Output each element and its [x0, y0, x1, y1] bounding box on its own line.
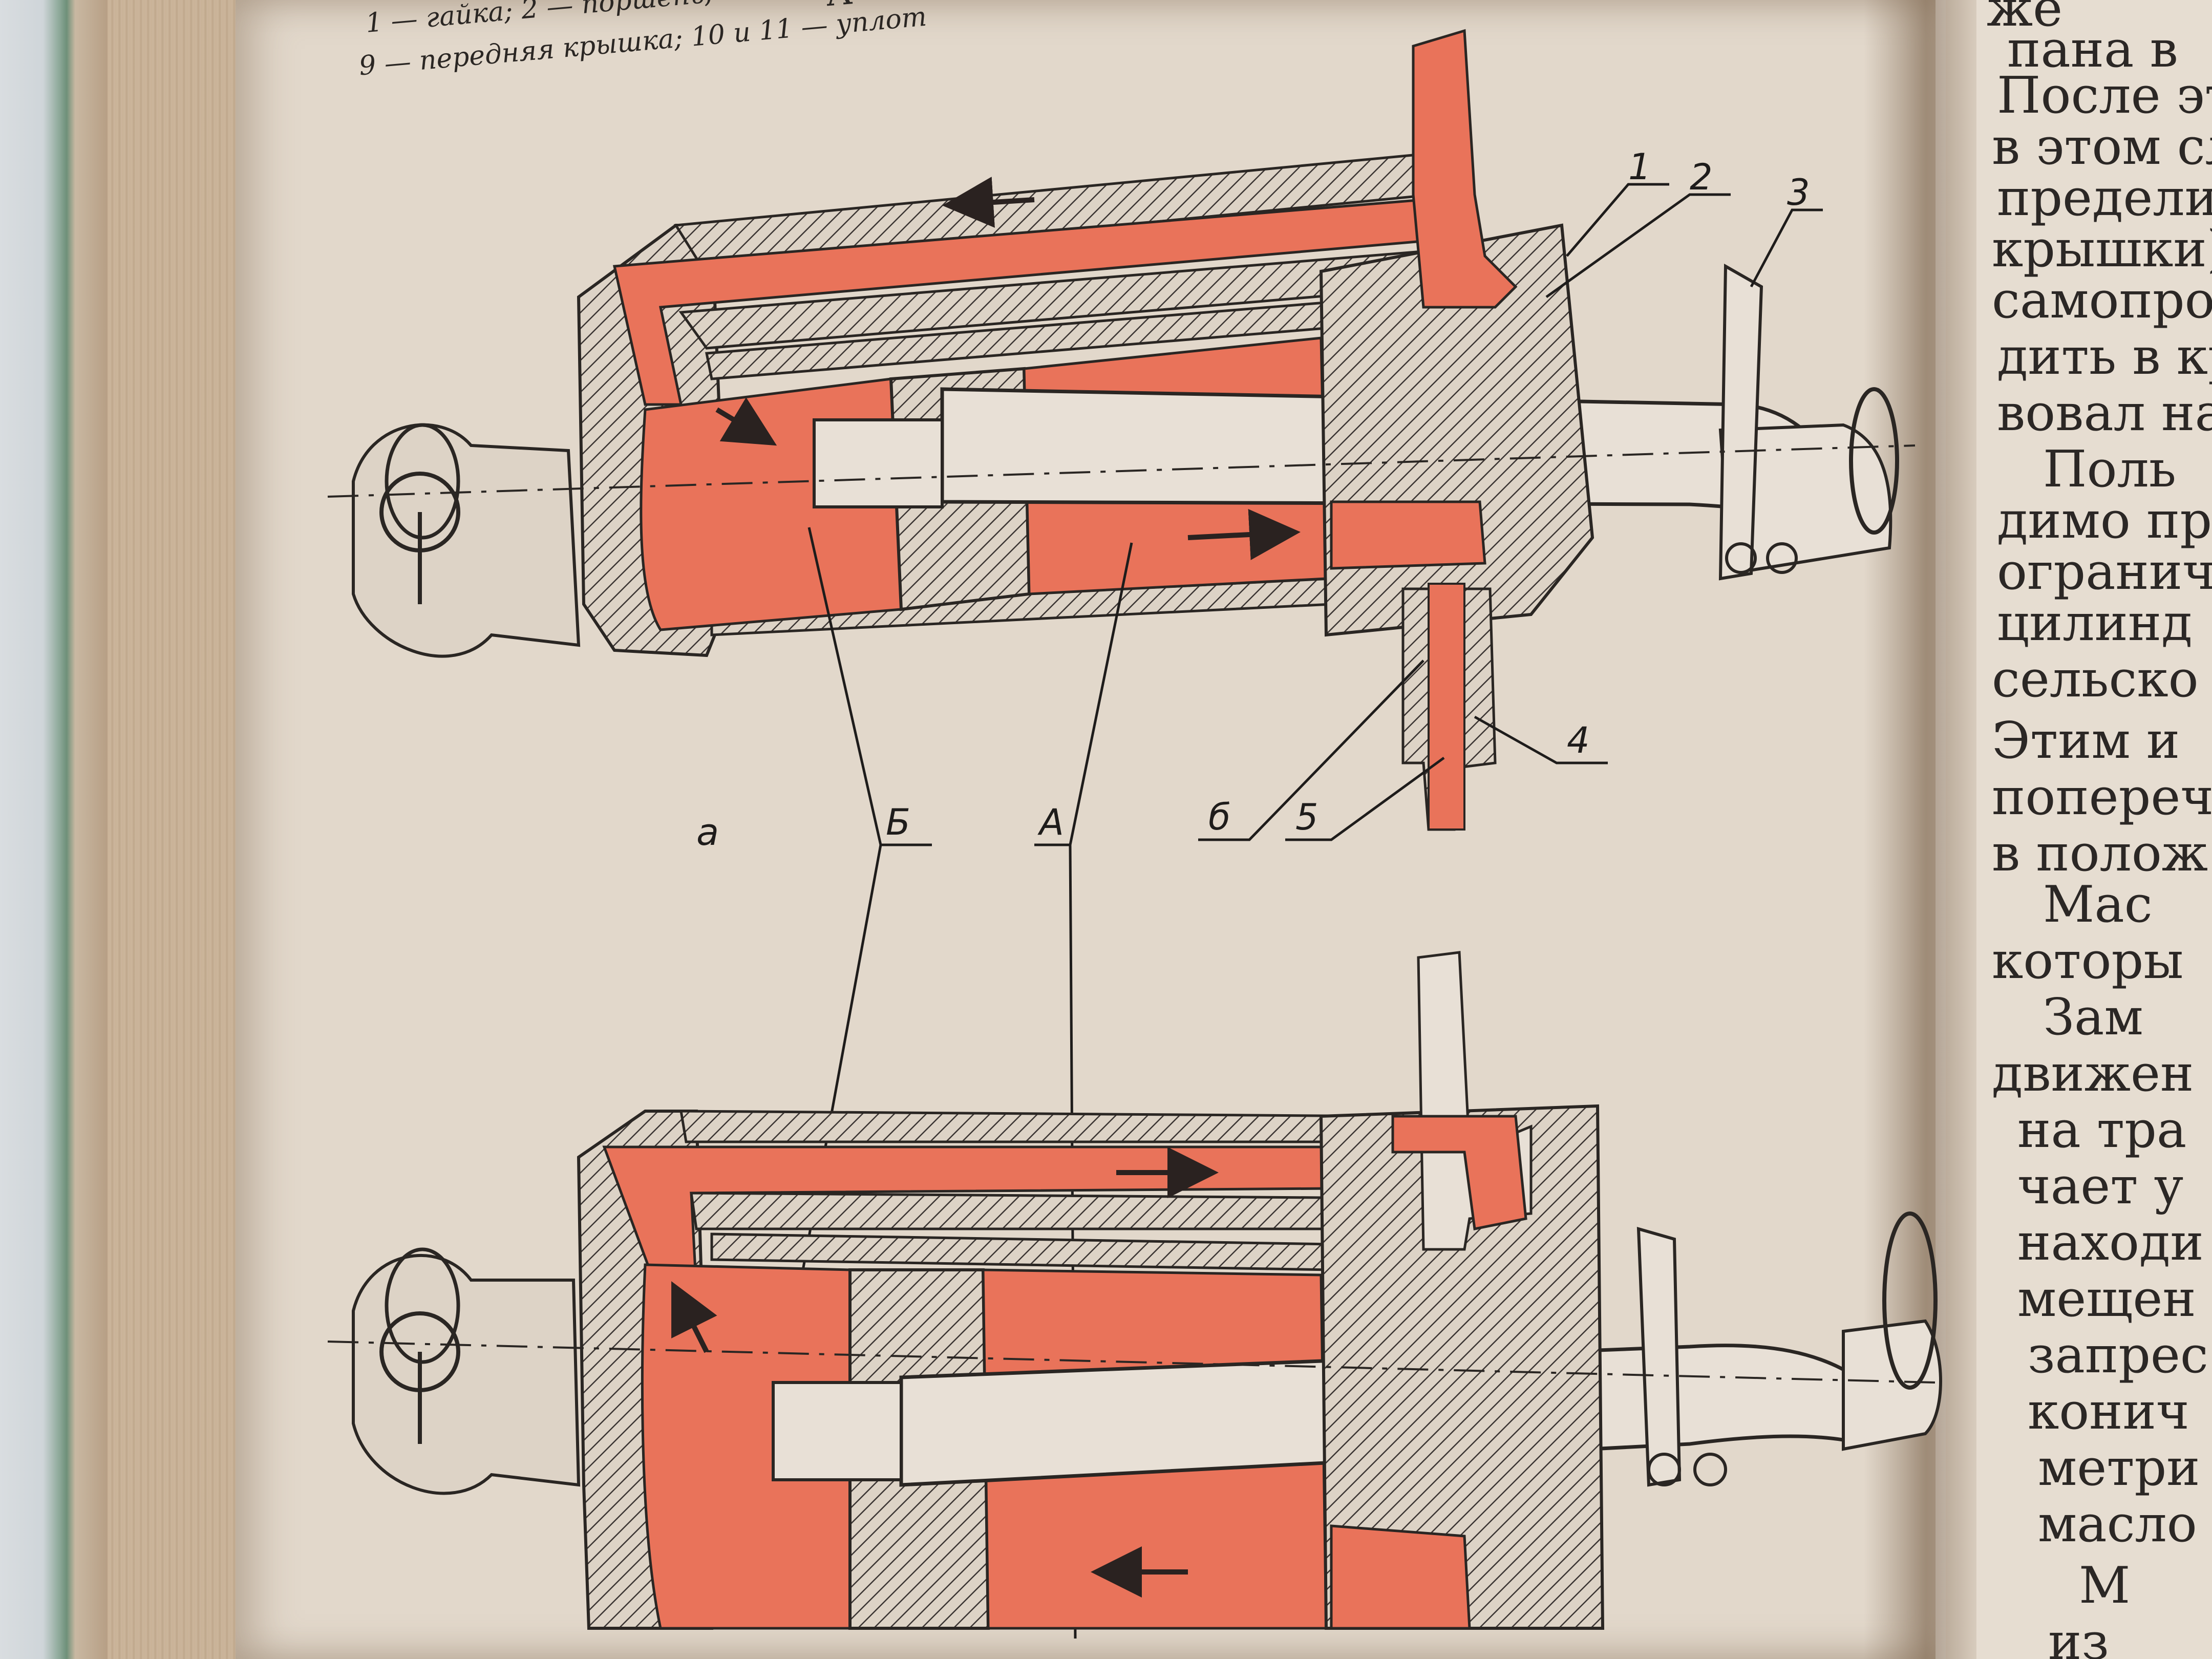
text-line: цилинд — [1997, 594, 2193, 652]
upper-right-clevis — [1718, 263, 1899, 581]
text-line: пана в — [2007, 20, 2178, 79]
text-line: которы — [1992, 932, 2184, 990]
text-line: крышки) — [1992, 220, 2212, 279]
text-line: Мас — [2043, 876, 2153, 934]
text-line: чает у — [2017, 1157, 2184, 1216]
callout-4: 4 — [1567, 719, 1590, 761]
callout-6: б — [1208, 796, 1230, 838]
upper-left-clevis — [352, 423, 581, 658]
callout-cavity-a: А — [1037, 801, 1064, 843]
text-line: масло — [2038, 1495, 2197, 1554]
book-page-edges — [108, 0, 251, 1659]
text-line: попереч — [1992, 768, 2212, 826]
text-line: же — [1987, 0, 2063, 38]
callout-2: 2 — [1690, 156, 1713, 198]
text-line: огранич — [1997, 543, 2212, 601]
text-line: мещен — [2017, 1270, 2196, 1328]
right-page — [1946, 0, 2212, 1659]
subfigure-label-a: а — [696, 811, 719, 854]
text-line: запрес — [2028, 1326, 2208, 1385]
text-line: После эт — [1997, 67, 2212, 125]
text-line: из — [2048, 1613, 2109, 1659]
text-line: Зам — [2043, 988, 2143, 1047]
lower-right-clevis — [1636, 1211, 1942, 1487]
text-line: димо пр — [1997, 492, 2212, 550]
lower-front-cap — [1319, 1104, 1605, 1630]
lower-left-clevis — [352, 1247, 581, 1495]
text-line: самопро — [1992, 271, 2212, 330]
callout-cavity-b: Б — [886, 801, 910, 843]
right-page-body-text: же пана в После эт в этом сл пределит кр… — [1987, 0, 2212, 1659]
text-line: вовал на — [1997, 384, 2212, 442]
callout-1: 1 — [1628, 146, 1651, 188]
text-line: дить в кр — [1997, 328, 2212, 386]
text-line: в полож — [1992, 824, 2208, 883]
lower-rod-nut — [772, 1381, 903, 1481]
upper-cylinder — [327, 29, 1916, 831]
text-line: М — [2079, 1557, 2131, 1615]
text-line: пределит — [1997, 169, 2212, 227]
lower-oil-tube — [679, 1110, 1394, 1143]
upper-rod-nut — [813, 418, 944, 508]
text-line: движен — [1992, 1045, 2194, 1103]
text-line: сельско — [1992, 650, 2199, 709]
text-line: Этим и — [1992, 712, 2180, 770]
text-line: на тра — [2017, 1101, 2187, 1159]
text-line: Поль — [2043, 440, 2177, 499]
callout-5: 5 — [1295, 796, 1318, 838]
lower-cylinder — [327, 951, 1942, 1630]
text-line: в этом сл — [1992, 118, 2212, 176]
callout-3: 3 — [1787, 172, 1810, 214]
upper-vertical-channel — [1412, 29, 1518, 309]
lower-cavity-b — [641, 1263, 852, 1630]
text-line: находи — [2017, 1214, 2204, 1272]
text-line: метри — [2038, 1439, 2200, 1497]
book-spine — [0, 0, 108, 1659]
text-line: конич — [2028, 1382, 2189, 1441]
